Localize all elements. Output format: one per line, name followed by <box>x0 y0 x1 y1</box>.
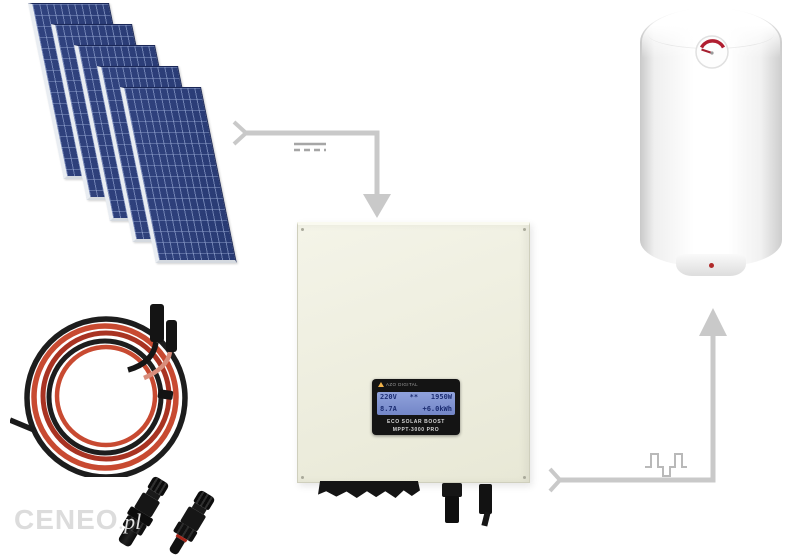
connector-pin <box>168 536 185 556</box>
cable-clip <box>157 389 174 400</box>
dc-symbol-icon <box>294 142 326 152</box>
lcd-power: 1950W <box>430 393 452 401</box>
drain-dot-icon <box>709 263 714 268</box>
inverter-mc4-connector-1 <box>442 483 462 523</box>
screw-icon <box>523 476 526 479</box>
heatsink-fins <box>318 481 420 498</box>
brand-label: AZO DIGITAL <box>386 382 419 387</box>
inverter-brand: AZO DIGITAL <box>372 379 460 387</box>
screw-icon <box>523 228 526 231</box>
red-cable-end <box>143 351 173 381</box>
black-cable-end <box>127 341 159 373</box>
temperature-gauge-icon <box>695 35 729 69</box>
brand-triangle-icon <box>378 382 384 387</box>
watermark-suffix: .pl <box>118 509 142 534</box>
arrowhead-down-icon <box>363 194 391 218</box>
boiler-base <box>676 254 746 276</box>
inverter-mc4-connector-2 <box>479 484 492 514</box>
lcd-line-1: 220V ** 1950W <box>380 394 452 401</box>
model-line-2: MPPT-3000 PRO <box>392 427 440 433</box>
square-wave-symbol-icon <box>645 453 687 477</box>
lcd-line-2: 8.7A +6.0kWh <box>380 406 452 413</box>
cable-tail <box>10 417 36 433</box>
dc-flow-arrow-icon <box>232 120 391 218</box>
ac-flow-arrow-icon <box>548 308 727 493</box>
lcd-status-glyph: ** <box>409 393 419 401</box>
solar-cable-coil <box>10 304 188 477</box>
water-heater-boiler <box>640 8 782 276</box>
inverter-display-panel: AZO DIGITAL 220V ** 1950W 8.7A +6.0kWh E… <box>372 379 460 435</box>
lcd-current: 8.7A <box>380 405 397 413</box>
inverter-lcd-screen: 220V ** 1950W 8.7A +6.0kWh <box>377 392 455 415</box>
inverter-model-label: ECO SOLAR BOOST MPPT-3000 PRO <box>372 418 460 434</box>
coil-mc4-connector-2 <box>166 320 177 352</box>
watermark-brand: CENEO <box>14 504 119 535</box>
mc4-male-connector <box>158 489 216 560</box>
arrowhead-up-icon <box>699 308 727 336</box>
lcd-voltage: 220V <box>380 393 397 401</box>
screw-icon <box>301 228 304 231</box>
model-line-1: ECO SOLAR BOOST <box>387 419 445 425</box>
mc4-connector-pair <box>117 470 266 560</box>
solar-inverter: AZO DIGITAL 220V ** 1950W 8.7A +6.0kWh E… <box>297 222 530 523</box>
coil-mc4-connector-1 <box>150 304 164 342</box>
lcd-energy: +6.0kWh <box>422 405 452 413</box>
screw-icon <box>301 476 304 479</box>
watermark: CENEO .pl <box>14 504 141 536</box>
